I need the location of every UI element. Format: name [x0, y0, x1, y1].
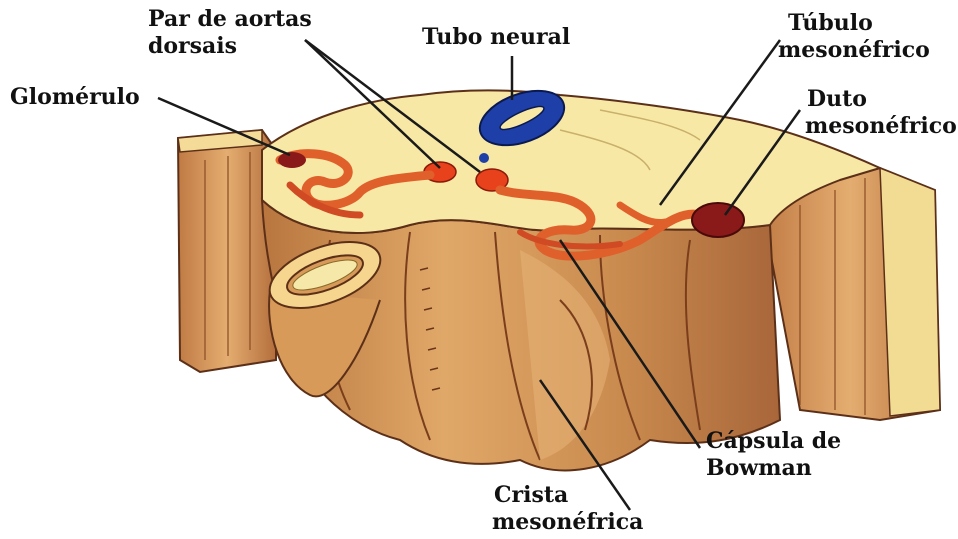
label-tubulo-line2: mesonéfrico — [778, 37, 930, 64]
label-duto: Duto mesonéfrico — [805, 86, 957, 140]
label-par-aortas-line1: Par de aortas — [148, 6, 312, 33]
label-capsula-line2: Bowman — [706, 455, 841, 482]
label-duto-line2: mesonéfrico — [805, 113, 957, 140]
label-par-aortas: Par de aortas dorsais — [148, 6, 312, 60]
mesonephric-duct — [692, 203, 744, 237]
label-crista-line2: mesonéfrica — [492, 509, 643, 536]
label-tubulo: Túbulo mesonéfrico — [778, 10, 930, 64]
label-tubo-neural: Tubo neural — [422, 24, 570, 51]
notochord — [479, 153, 489, 163]
label-crista: Crista mesonéfrica — [492, 482, 643, 536]
label-duto-line1: Duto — [805, 86, 957, 113]
label-capsula-line1: Cápsula de — [706, 428, 841, 455]
label-glomerulo: Glomérulo — [10, 84, 140, 111]
label-capsula: Cápsula de Bowman — [706, 428, 841, 482]
label-par-aortas-line2: dorsais — [148, 33, 312, 60]
label-crista-line1: Crista — [492, 482, 643, 509]
label-tubulo-line1: Túbulo — [778, 10, 930, 37]
